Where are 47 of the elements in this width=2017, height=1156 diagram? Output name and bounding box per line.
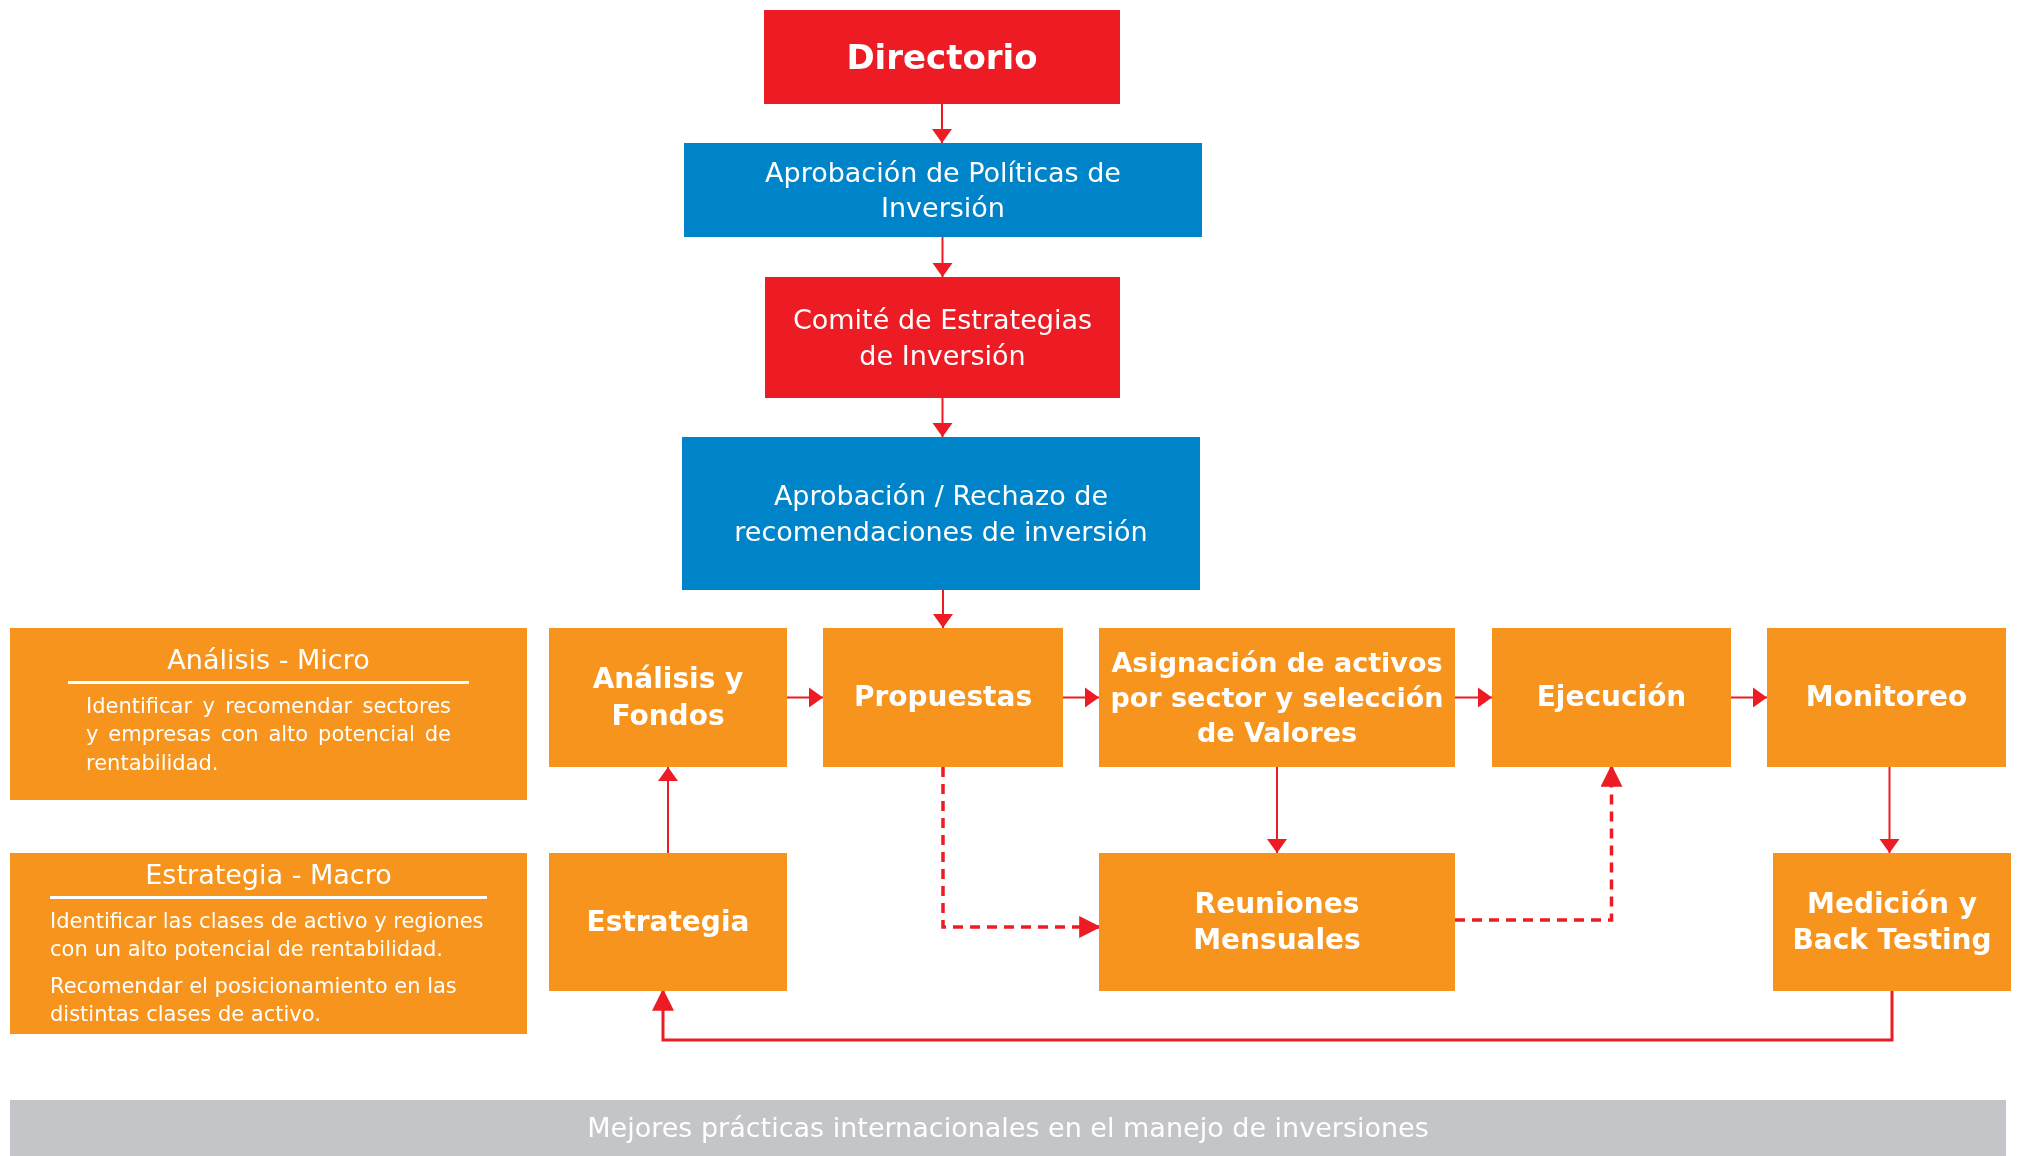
box-label: Monitoreo xyxy=(1805,679,1968,716)
chevron-arrow xyxy=(1454,687,1493,708)
process-box xyxy=(1767,628,2006,767)
footer-band xyxy=(10,1100,2006,1156)
process-box xyxy=(1492,628,1731,767)
chevron-arrow xyxy=(933,589,953,629)
box-label: Aprobación / Rechazo de recomendaciones de inversión xyxy=(733,479,1149,549)
chevron-arrow xyxy=(786,687,824,708)
panel-description: Identificar las clases de activo y regiones con un alto potencial de rentabilidad. xyxy=(50,908,485,964)
panel-heading: Estrategia - Macro xyxy=(50,859,487,899)
chevron-arrow xyxy=(1879,766,1900,854)
chevron-arrow xyxy=(658,766,678,854)
process-box xyxy=(682,437,1200,590)
box-label: Ejecución xyxy=(1536,679,1687,716)
box-label: Mejores prácticas internacionales en el manejo de inversiones xyxy=(587,1111,1429,1146)
panel-description: Recomendar el posicionamiento en las distintas clases de activo. xyxy=(50,972,458,1029)
box-label: Propuestas xyxy=(853,679,1033,716)
box-label: Aprobación de Políticas de Inversión xyxy=(764,155,1122,225)
process-box xyxy=(1099,853,1455,991)
chevron-arrow xyxy=(932,397,953,438)
process-box xyxy=(549,628,787,767)
directorio-box xyxy=(764,10,1120,104)
connector-arrow xyxy=(652,988,1894,1042)
chevron-arrow xyxy=(932,236,953,278)
process-box xyxy=(823,628,1063,767)
process-box xyxy=(1773,853,2011,991)
connector-arrow xyxy=(1455,764,1623,922)
committee-box xyxy=(765,277,1120,398)
info-panel xyxy=(10,628,527,800)
box-label: Comité de Estrategias de Inversión xyxy=(791,303,1094,373)
process-box xyxy=(549,853,787,991)
box-label: Estrategia xyxy=(586,903,750,940)
box-label: Análisis y Fondos xyxy=(591,661,745,734)
box-label: Asignación de activos por sector y selección de Valores xyxy=(1109,645,1445,751)
box-label: Directorio xyxy=(846,35,1038,79)
box-label: Medición y Back Testing xyxy=(1791,885,1993,958)
connector-arrow xyxy=(941,767,1102,938)
chevron-arrow xyxy=(1062,687,1100,708)
chevron-arrow xyxy=(1267,766,1287,854)
panel-heading: Análisis - Micro xyxy=(68,644,469,684)
panel-description: Identificar y recomendar sectores y empresas con alto potencial de rentabilidad. xyxy=(85,693,452,777)
chevron-arrow xyxy=(1730,687,1768,708)
box-label: Reuniones Mensuales xyxy=(1192,885,1362,958)
info-panel xyxy=(10,853,527,1034)
process-box xyxy=(684,143,1202,237)
process-box xyxy=(1099,628,1455,767)
chevron-arrow xyxy=(932,103,952,144)
